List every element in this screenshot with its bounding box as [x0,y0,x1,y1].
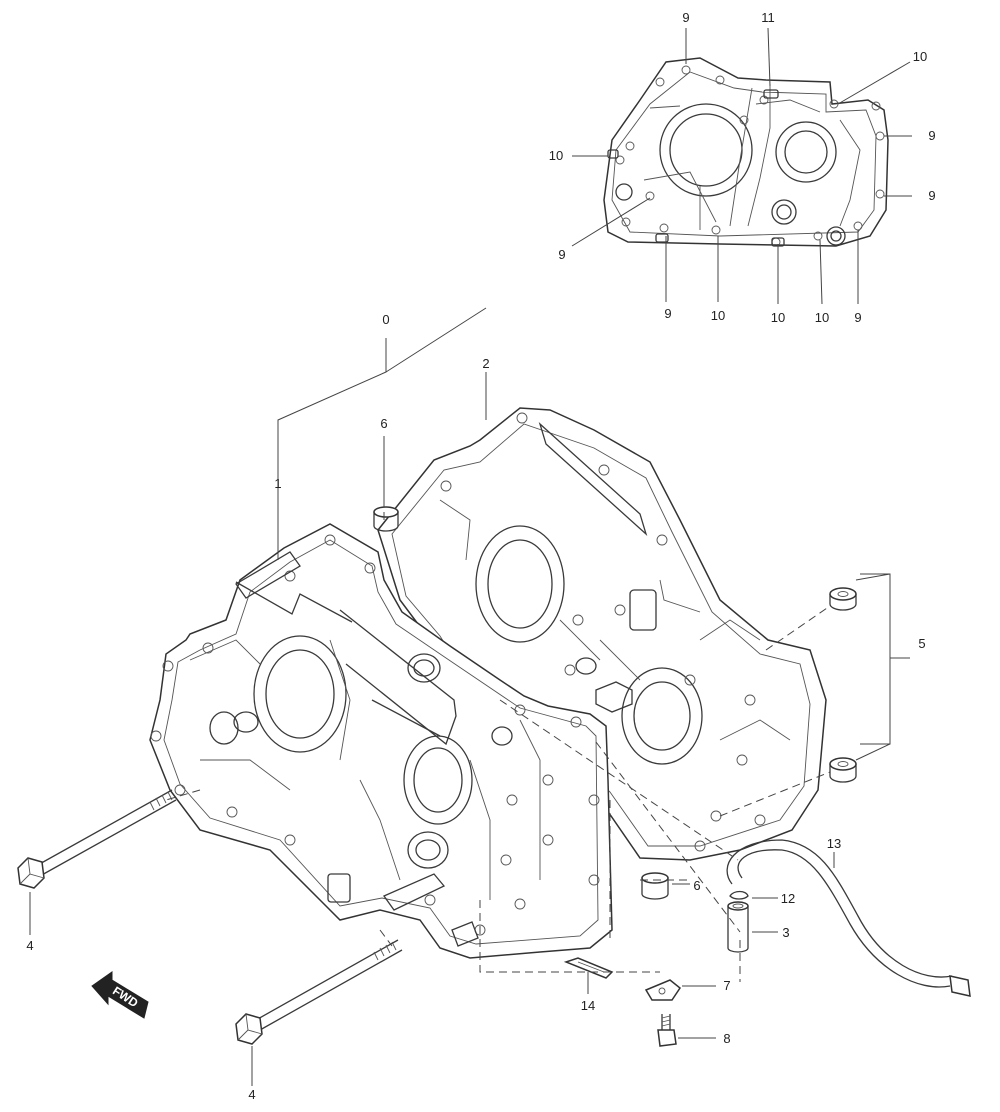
callout-10: 10 [771,310,785,325]
callout-9: 9 [558,247,565,262]
long-bolt-lower [235,939,403,1045]
callout-0: 0 [382,312,389,327]
callout-9: 9 [854,310,861,325]
callout-10: 10 [913,49,927,64]
forward-arrow-icon: FWD [91,971,149,1019]
callout-6: 6 [693,878,700,893]
callout-3: 3 [782,925,789,940]
inset-crankcase-face [603,57,889,247]
leader-lines [29,27,912,1086]
grommet-upper [829,587,857,611]
callout-9: 9 [928,128,935,143]
hose-clip [729,890,749,900]
callout-14: 14 [581,998,595,1013]
callout-labels: 9 11 10 10 9 9 9 9 10 10 10 9 0 2 6 1 5 … [26,10,935,1102]
callout-8: 8 [723,1031,730,1046]
callout-2: 2 [482,356,489,371]
cable-strap [563,957,614,979]
breather-pipe [727,901,749,953]
callout-10: 10 [711,308,725,323]
grommet-lower [829,757,857,783]
callout-11: 11 [761,10,775,25]
long-bolt-upper [17,789,177,889]
callout-4: 4 [26,938,33,953]
small-bolt [657,1014,677,1047]
callout-9: 9 [682,10,689,25]
callout-9: 9 [928,188,935,203]
callout-10: 10 [815,310,829,325]
callout-1: 1 [274,476,281,491]
callout-7: 7 [723,978,730,993]
callout-5: 5 [918,636,925,651]
crankcase-left-half [149,523,613,959]
dowel-pin-upper [373,506,399,532]
dowel-pin-lower [641,872,669,900]
callout-9: 9 [664,306,671,321]
callout-12: 12 [781,891,795,906]
retaining-plate [644,979,682,1001]
callout-6: 6 [380,416,387,431]
callout-4: 4 [248,1087,255,1102]
callout-13: 13 [827,836,841,851]
breather-hose [726,839,971,997]
callout-10: 10 [549,148,563,163]
